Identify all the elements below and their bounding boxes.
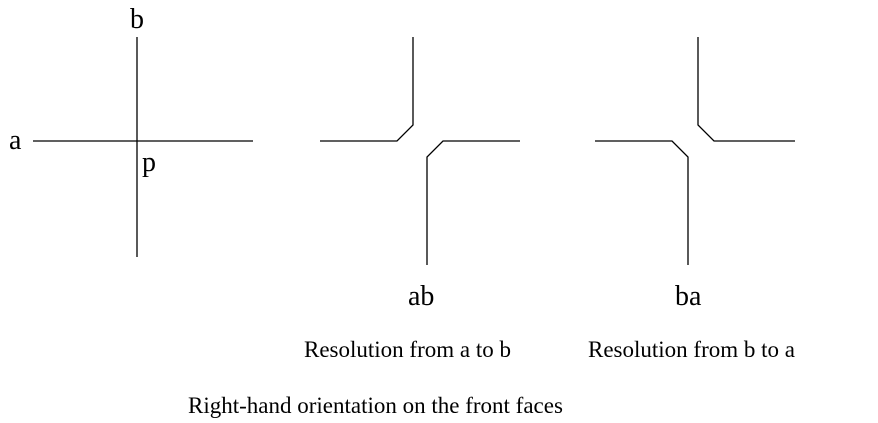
resolution-ba-upper-right-arc — [697, 37, 795, 142]
resolution-ba-caption: Resolution from b to a — [588, 337, 795, 362]
resolution-ab-caption: Resolution from a to b — [304, 337, 511, 362]
resolution-ba-lower-left-arc — [595, 140, 689, 265]
resolution-ab-lower-right-arc — [426, 140, 520, 265]
strand-a-label: a — [9, 125, 22, 156]
figure-caption: Right-hand orientation on the front face… — [188, 393, 563, 418]
crossing-point-label: p — [142, 147, 156, 178]
resolution-ab-upper-left-arc — [320, 37, 414, 142]
strand-b-label: b — [130, 4, 144, 35]
resolution-ba-label: ba — [675, 281, 702, 312]
resolution-ab-label: ab — [408, 281, 435, 312]
